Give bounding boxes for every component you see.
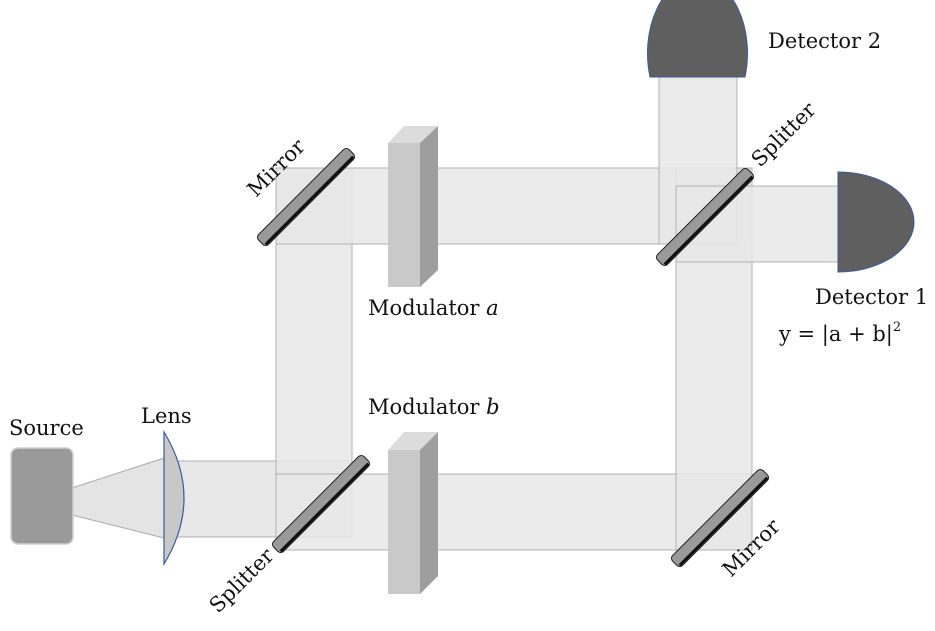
formula-main: y = |a + b| — [778, 322, 893, 347]
splitter-bottom — [271, 454, 371, 554]
modulator-a-label: Modulator a — [368, 296, 499, 320]
modulator-b — [388, 432, 438, 594]
mirror-bottom — [670, 468, 770, 568]
splitter-bottom-label: Splitter — [205, 543, 280, 618]
splitter-top-label: Splitter — [747, 97, 822, 172]
modulator-b-prefix: Modulator — [368, 395, 486, 419]
lens-label: Lens — [141, 404, 192, 428]
modulator-b-var: b — [486, 395, 499, 419]
beam-paths — [71, 75, 841, 551]
modulator-a-var: a — [486, 296, 499, 320]
lens-shape — [163, 429, 185, 567]
detector-2 — [647, 0, 748, 78]
source-box — [10, 447, 74, 545]
beam-bottom-horizontal — [275, 473, 753, 551]
beam-source-to-lens — [71, 457, 165, 539]
source-label: Source — [9, 416, 84, 440]
detector-1-label: Detector 1 — [815, 285, 928, 309]
mirror-top — [256, 147, 356, 247]
detector-2-label: Detector 2 — [768, 29, 881, 53]
modulator-b-label: Modulator b — [368, 395, 500, 419]
formula-exponent: 2 — [893, 320, 901, 335]
modulator-a — [388, 126, 438, 287]
splitter-top — [655, 167, 755, 267]
modulator-a-prefix: Modulator — [368, 296, 486, 320]
detector-1 — [837, 171, 915, 273]
output-formula: y = |a + b|2 — [778, 320, 901, 347]
